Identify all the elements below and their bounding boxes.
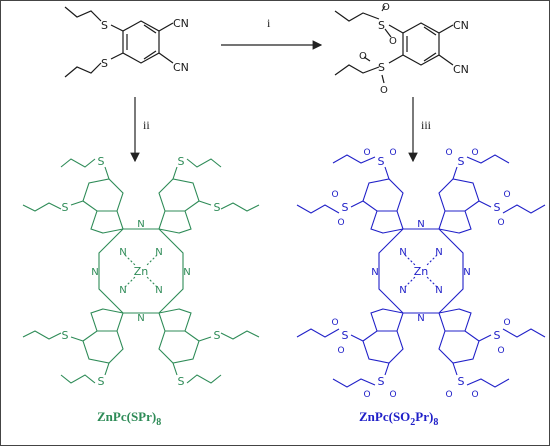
blue-aza-n-0: N	[417, 219, 424, 230]
green-aza-n-2: N	[91, 267, 98, 278]
phthalocyanine-blue	[296, 154, 546, 388]
precursor-right-s1: S	[378, 19, 385, 32]
phthalocyanine-green	[22, 158, 260, 384]
blue-s-6: S	[342, 329, 349, 342]
precursor-left-s2: S	[101, 57, 108, 70]
blue-o-13: O	[331, 318, 338, 328]
blue-zn-label: Zn	[414, 265, 429, 278]
blue-o-10: O	[471, 390, 478, 400]
green-s-5: S	[178, 375, 185, 388]
label-step-iii: iii	[421, 118, 432, 132]
compound-blue-name-a: ZnPc(SO	[359, 409, 410, 424]
blue-o-7: O	[503, 190, 510, 200]
green-zn-label: Zn	[134, 265, 149, 278]
green-pyrrole-n-3: N	[155, 285, 162, 296]
blue-s-7: S	[494, 329, 501, 342]
blue-o-5: O	[331, 190, 338, 200]
green-pyrrole-n-2: N	[119, 285, 126, 296]
green-s-4: S	[98, 375, 105, 388]
compound-blue-name-b: Pr)	[415, 409, 433, 424]
blue-s-1: S	[458, 155, 465, 168]
compound-label-blue: ZnPc(SO2Pr)8	[359, 409, 438, 428]
precursor-right-o3: O	[359, 51, 367, 62]
green-pyrrole-n-0: N	[119, 247, 126, 258]
green-s-1: S	[178, 155, 185, 168]
label-step-i: i	[267, 16, 271, 30]
compound-green-sub: 8	[156, 417, 161, 428]
blue-o-3: O	[445, 148, 452, 158]
green-s-2: S	[62, 201, 69, 214]
precursor-sulfonyl	[334, 5, 454, 84]
green-aza-n-3: N	[183, 267, 190, 278]
precursor-left-cn1: CN	[173, 17, 189, 30]
blue-s-2: S	[342, 201, 349, 214]
precursor-left-cn2: CN	[173, 61, 189, 74]
blue-aza-n-2: N	[371, 267, 378, 278]
blue-o-1: O	[389, 148, 396, 158]
blue-o-6: O	[497, 218, 504, 228]
blue-o-11: O	[445, 390, 452, 400]
precursor-right-o1: O	[382, 2, 390, 13]
green-pyrrole-n-1: N	[155, 247, 162, 258]
blue-s-3: S	[494, 201, 501, 214]
compound-green-name: ZnPc(SPr)	[97, 409, 156, 424]
blue-o-2: O	[471, 148, 478, 158]
blue-pyrrole-n-1: N	[435, 247, 442, 258]
green-aza-n-0: N	[137, 219, 144, 230]
compound-blue-sub-a: 2	[410, 417, 415, 428]
green-s-3: S	[214, 201, 221, 214]
blue-o-9: O	[389, 390, 396, 400]
blue-aza-n-3: N	[463, 267, 470, 278]
compound-blue-sub-b: 8	[433, 417, 438, 428]
blue-o-15: O	[503, 318, 510, 328]
green-s-7: S	[214, 329, 221, 342]
precursor-right-o2: O	[389, 36, 397, 47]
blue-o-8: O	[363, 390, 370, 400]
green-s-0: S	[98, 155, 105, 168]
blue-s-0: S	[378, 155, 385, 168]
blue-o-12: O	[337, 346, 344, 356]
precursor-thioether	[64, 6, 174, 78]
blue-s-4: S	[378, 375, 385, 388]
green-s-6: S	[62, 329, 69, 342]
blue-o-4: O	[337, 218, 344, 228]
precursor-right-cn2: CN	[453, 63, 469, 76]
blue-pyrrole-n-2: N	[399, 285, 406, 296]
blue-aza-n-1: N	[417, 313, 424, 324]
precursor-right-cn1: CN	[453, 19, 469, 32]
blue-pyrrole-n-3: N	[435, 285, 442, 296]
blue-o-0: O	[363, 148, 370, 158]
blue-pyrrole-n-0: N	[399, 247, 406, 258]
blue-o-14: O	[497, 346, 504, 356]
blue-s-5: S	[458, 375, 465, 388]
green-aza-n-1: N	[137, 313, 144, 324]
precursor-right-o4: O	[380, 85, 388, 96]
compound-label-green: ZnPc(SPr)8	[97, 409, 161, 428]
label-step-ii: ii	[143, 118, 150, 132]
precursor-right-s2: S	[378, 61, 385, 74]
precursor-left-s1: S	[101, 19, 108, 32]
